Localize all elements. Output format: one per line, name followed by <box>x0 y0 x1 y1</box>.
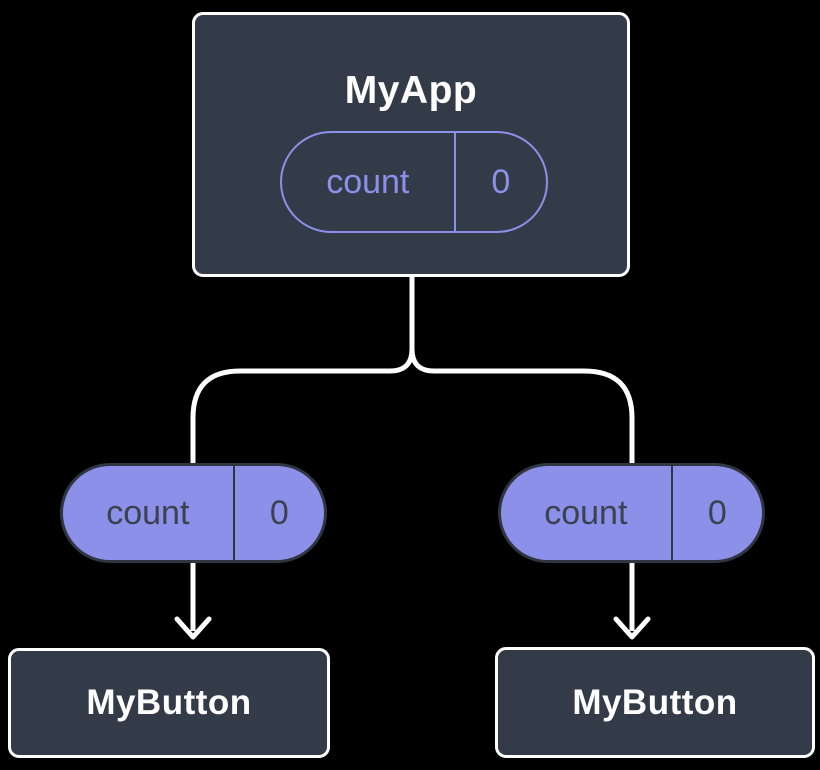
connector-right-branch <box>409 275 635 470</box>
state-pill-value: 0 <box>491 162 511 201</box>
prop-pill-left: count 0 <box>60 463 327 563</box>
prop-pill-left-name: count <box>63 466 235 560</box>
prop-pill-left-value: 0 <box>269 493 289 532</box>
prop-pill-right-value: 0 <box>707 493 727 532</box>
connector-left-branch <box>190 275 415 470</box>
arrow-left-icon <box>174 560 212 640</box>
component-title-myapp: MyApp <box>344 69 478 112</box>
component-title-mybutton-right: MyButton <box>572 682 738 722</box>
state-pill: count 0 <box>280 131 548 233</box>
prop-pill-right-name: count <box>501 466 673 560</box>
arrow-right-icon <box>613 560 651 640</box>
component-box-mybutton-left: MyButton <box>8 648 330 758</box>
component-box-myapp: MyApp count 0 <box>192 12 630 277</box>
component-title-mybutton-left: MyButton <box>86 683 252 722</box>
prop-pill-right: count 0 <box>498 463 765 563</box>
state-pill-name: count <box>282 133 456 231</box>
component-box-mybutton-right: MyButton <box>495 647 815 758</box>
